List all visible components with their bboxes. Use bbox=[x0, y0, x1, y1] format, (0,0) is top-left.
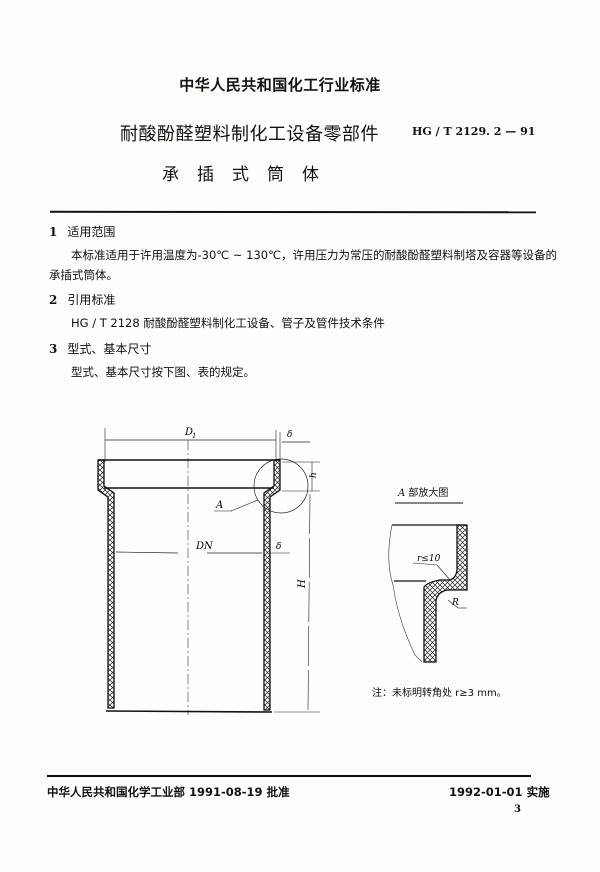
document-subtitle: 承插式筒体 bbox=[162, 165, 337, 185]
label-r-small: r≤10 bbox=[417, 554, 441, 564]
effective-date: 1992-01-01 实施 bbox=[449, 785, 550, 799]
document-title: 耐酸酚醛塑料制化工设备零部件 bbox=[120, 124, 379, 145]
standard-code: HG / T 2129. 2 — 91 bbox=[412, 125, 536, 138]
section-2-body: HG / T 2128 耐酸酚醛塑料制化工设备、管子及管件技术条件 bbox=[71, 316, 385, 330]
label-delta-wall: δ bbox=[276, 542, 281, 552]
page-number: 3 bbox=[514, 804, 521, 815]
label-d1: D bbox=[184, 427, 193, 438]
label-delta-top: δ bbox=[287, 430, 292, 440]
section-1-body-line2: 承插式筒体。 bbox=[49, 268, 118, 282]
label-d1-sub: 1 bbox=[192, 432, 196, 440]
section-3-body: 型式、基本尺寸按下图、表的规定。 bbox=[71, 365, 255, 379]
label-a: A bbox=[215, 500, 223, 511]
section-1-body-line1: 本标准适用于许用温度为-30℃ ~ 130℃，许用压力为常压的耐酸酚醛塑料制塔及… bbox=[71, 248, 558, 262]
drawing-note: 注：未标明转角处 r≥3 mm。 bbox=[372, 688, 507, 699]
label-height: H bbox=[297, 579, 308, 589]
label-dn: DN bbox=[195, 541, 214, 552]
approval-info: 中华人民共和国化学工业部 1991-08-19 批准 bbox=[47, 785, 290, 799]
issuing-organization: 中华人民共和国化工行业标准 bbox=[179, 76, 381, 94]
detail-a-title: A 部放大图 bbox=[398, 488, 449, 499]
label-h: h bbox=[309, 472, 319, 478]
label-r-large: R bbox=[451, 598, 459, 608]
footer-divider bbox=[47, 775, 531, 777]
